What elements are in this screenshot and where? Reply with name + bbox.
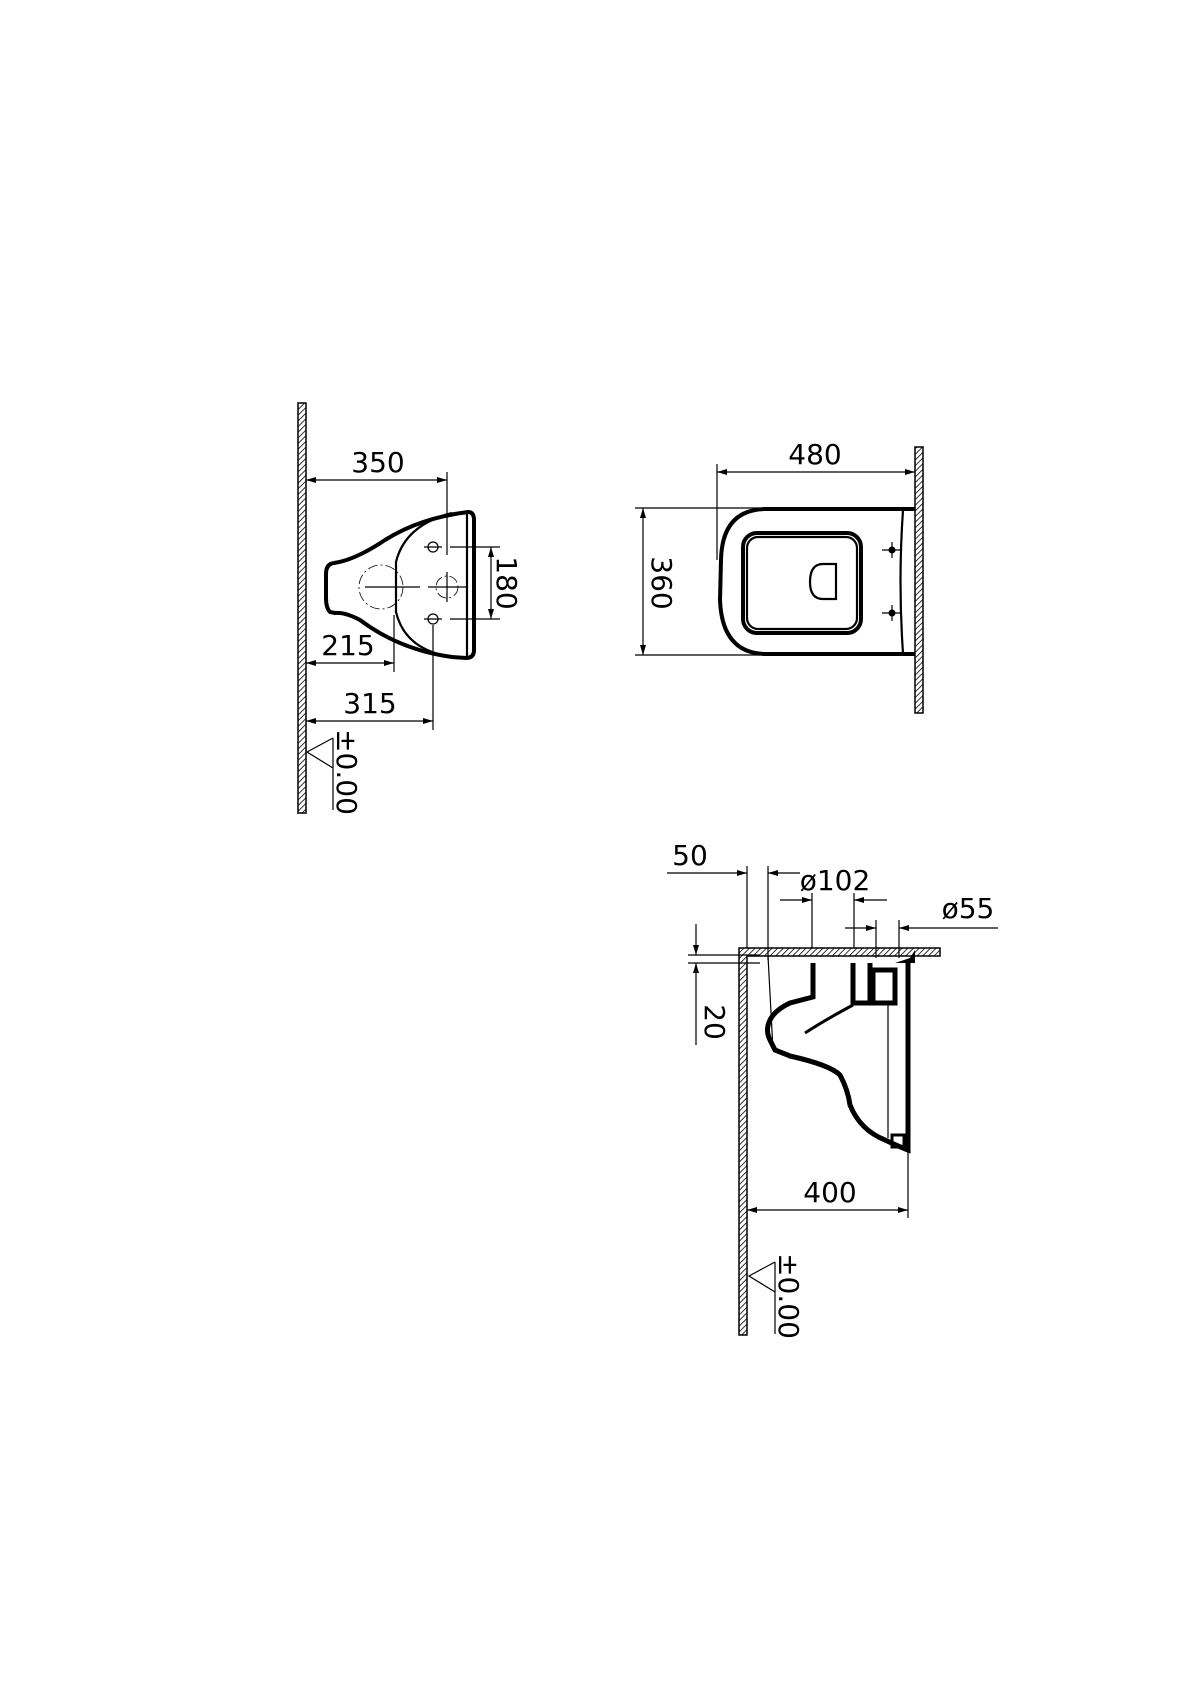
dim-215: 215 bbox=[321, 629, 374, 662]
dim-360: 360 bbox=[645, 556, 678, 609]
dim-315: 315 bbox=[343, 687, 396, 720]
level-marker-icon bbox=[747, 1261, 776, 1334]
top-view-left: 350 180 215 315 ±0.00 bbox=[297, 402, 523, 815]
dim-350: 350 bbox=[351, 446, 404, 479]
wall-and-floor-hatch bbox=[738, 947, 941, 1336]
dim-180: 180 bbox=[490, 556, 523, 609]
wall-hatch bbox=[914, 446, 924, 714]
dim-400: 400 bbox=[803, 1176, 856, 1209]
seat-outline bbox=[741, 531, 863, 635]
toilet-outline bbox=[717, 507, 915, 656]
dim-diameter-102: ø102 bbox=[800, 864, 871, 897]
level-marker-icon bbox=[305, 737, 334, 810]
dim-50: 50 bbox=[672, 839, 708, 872]
dim-20: 20 bbox=[698, 1004, 731, 1040]
dim-diameter-55: ø55 bbox=[942, 892, 995, 925]
bowl-outline bbox=[324, 509, 476, 661]
plan-view-right: 480 360 bbox=[635, 438, 924, 714]
toilet-section-outline bbox=[765, 963, 911, 1154]
side-section: 50 ø102 ø55 20 400 ±0.00 bbox=[667, 839, 998, 1339]
wall-hatch bbox=[297, 402, 307, 814]
dim-480: 480 bbox=[788, 438, 841, 471]
level-label: ±0.00 bbox=[772, 1253, 805, 1339]
level-label: ±0.00 bbox=[330, 729, 363, 815]
